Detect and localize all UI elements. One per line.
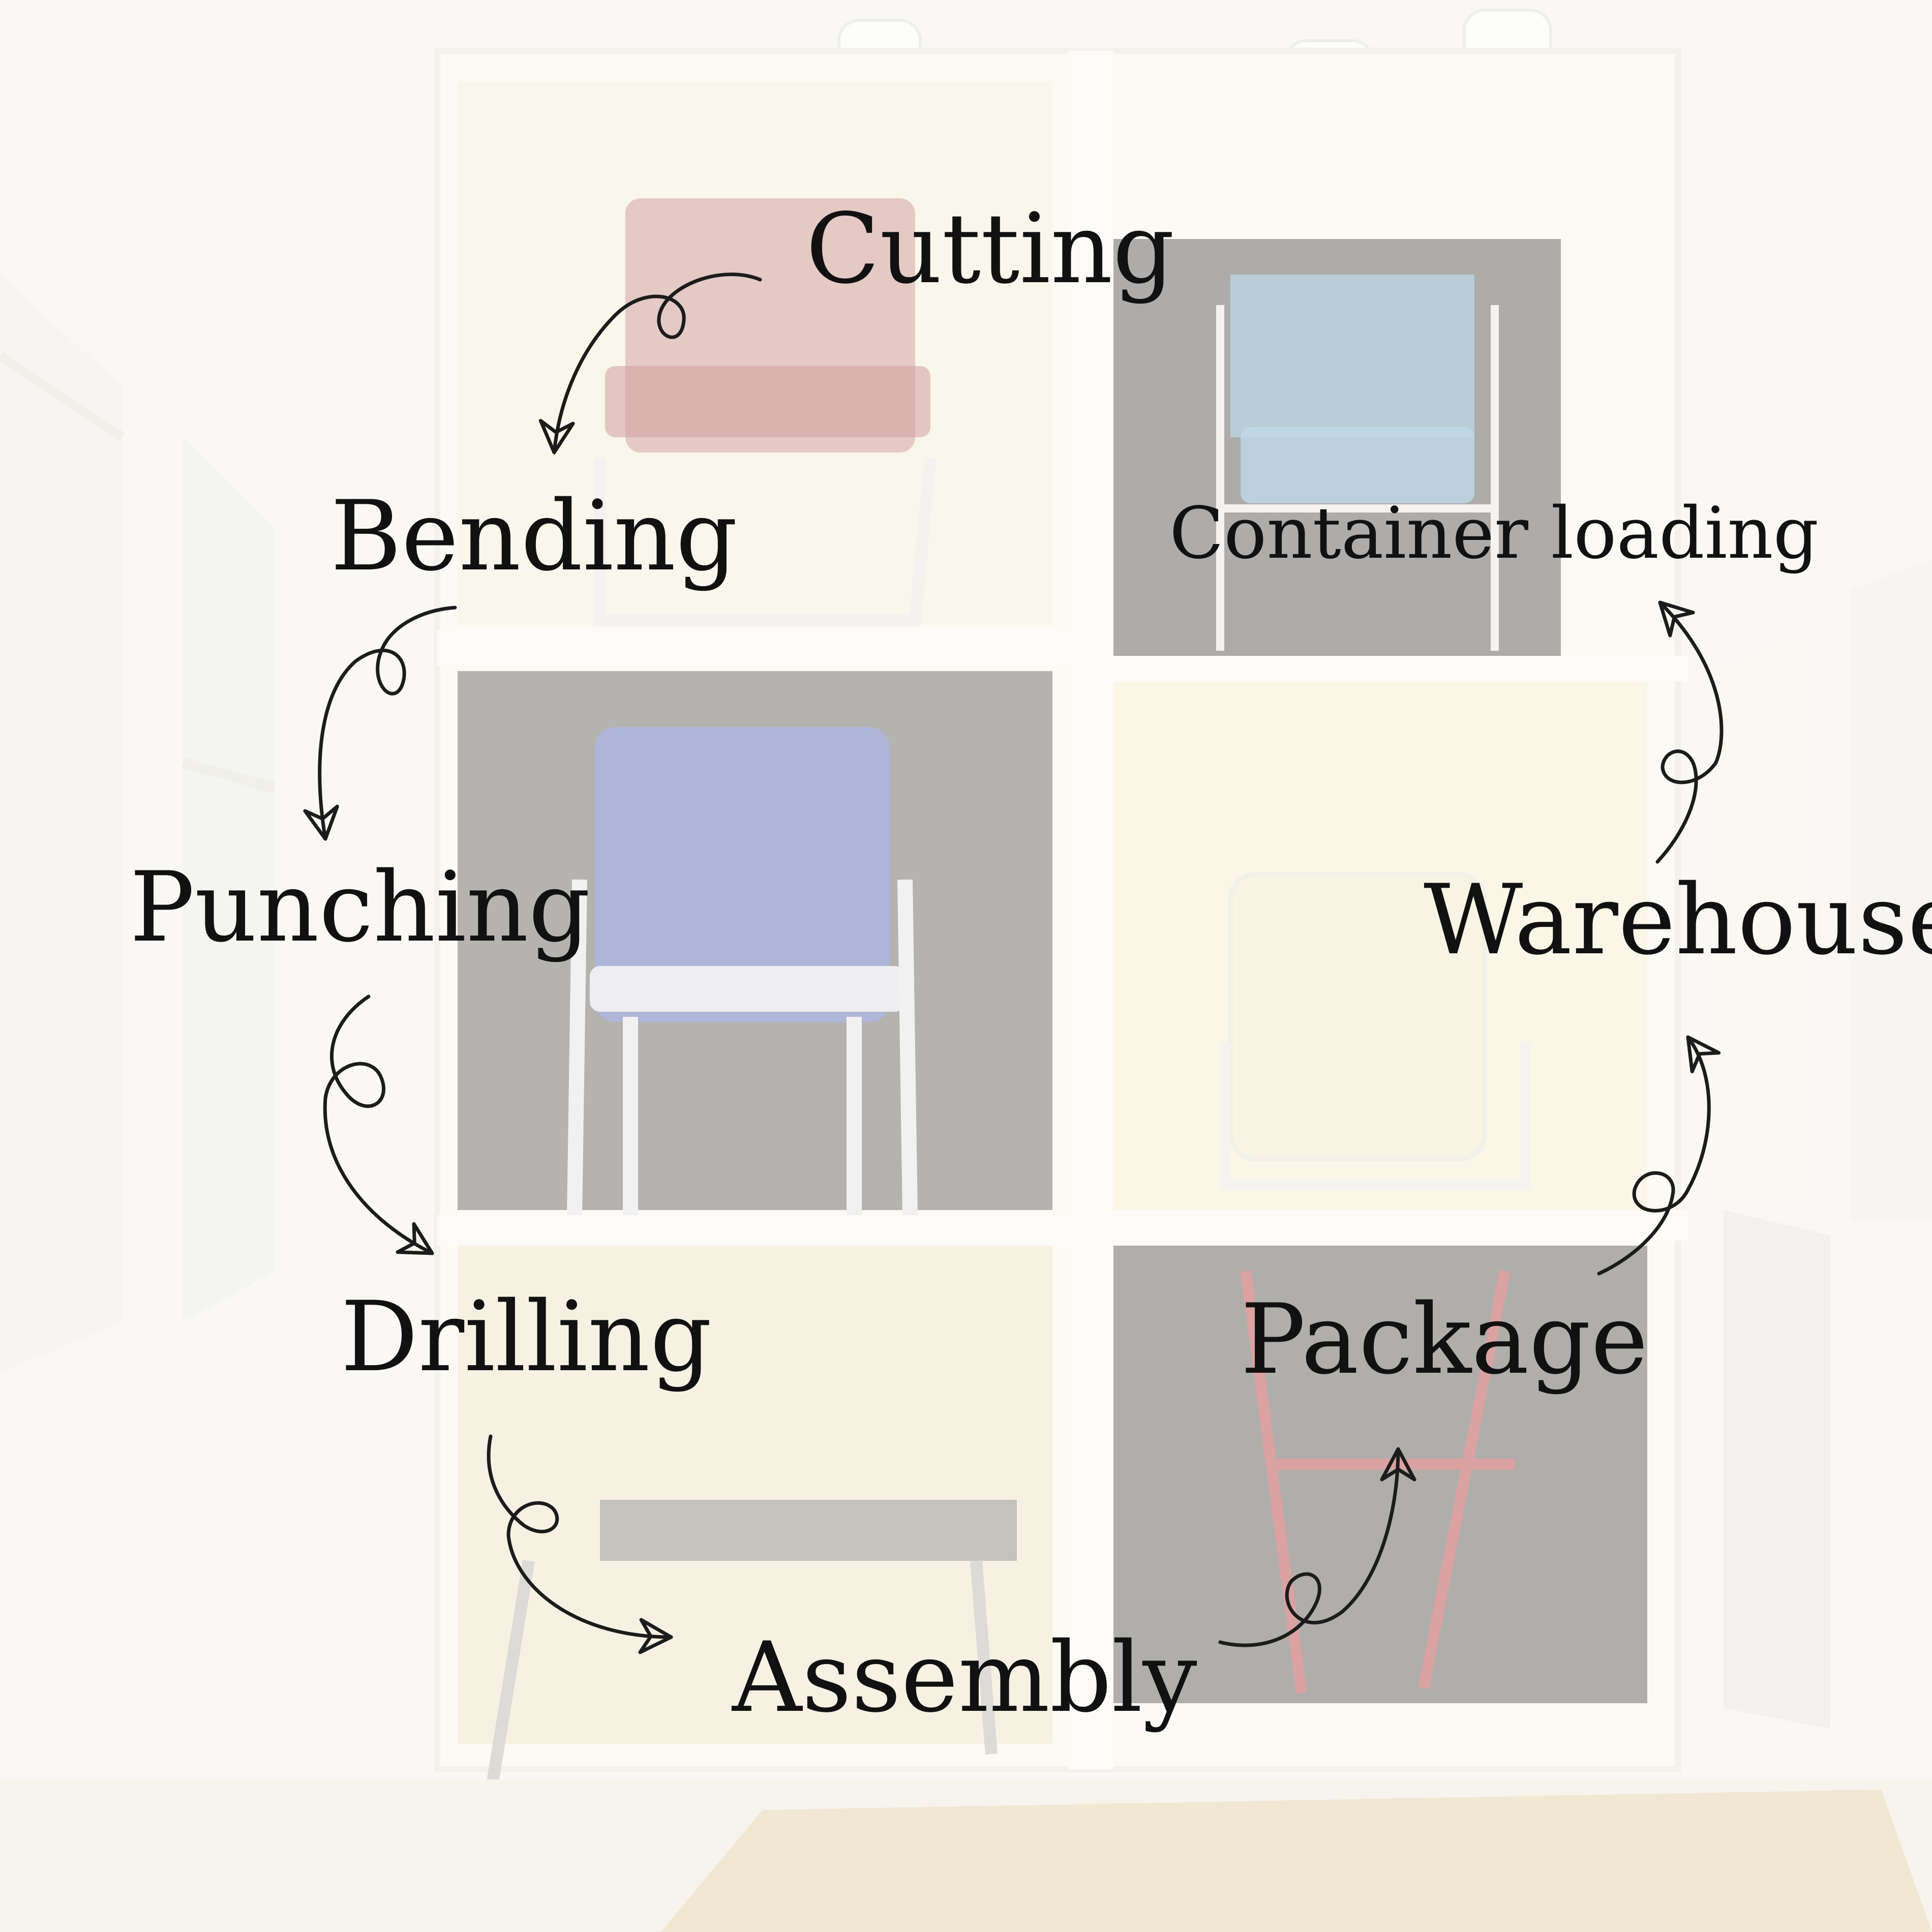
- arrow-punching-drilling: [323, 994, 434, 1255]
- arrow-curve: [1655, 600, 1724, 864]
- arrow-curve: [318, 606, 457, 841]
- arrow-curve: [487, 1434, 673, 1639]
- step-warehouse: Warehouse: [1424, 864, 1932, 976]
- arrow-cutting-bending: [538, 273, 762, 455]
- arrowhead-icon: [396, 1222, 434, 1255]
- step-package: Package: [1241, 1283, 1648, 1396]
- arrow-curve: [323, 994, 434, 1255]
- arrow-assembly-package: [1218, 1447, 1416, 1647]
- arrowhead-icon: [638, 1618, 673, 1654]
- arrow-warehouse-container-loading: [1655, 600, 1724, 864]
- step-punching: Punching: [130, 851, 591, 963]
- arrow-bending-punching: [303, 606, 457, 841]
- arrowhead-icon: [303, 804, 339, 841]
- arrowhead-icon: [538, 418, 575, 455]
- arrowhead-icon: [1658, 600, 1695, 638]
- step-drilling: Drilling: [341, 1281, 712, 1393]
- step-container-loading: Container loading: [1169, 492, 1819, 575]
- arrowhead-icon: [1380, 1447, 1416, 1482]
- arrow-curve: [1597, 1035, 1711, 1276]
- step-assembly: Assembly: [732, 1621, 1197, 1734]
- arrow-curve: [1218, 1447, 1400, 1647]
- step-bending: Bending: [330, 480, 738, 592]
- step-cutting: Cutting: [806, 193, 1175, 305]
- arrow-curve: [552, 273, 762, 455]
- arrowhead-icon: [1686, 1035, 1721, 1074]
- arrow-drilling-assembly: [487, 1434, 673, 1654]
- arrow-package-warehouse: [1597, 1035, 1721, 1276]
